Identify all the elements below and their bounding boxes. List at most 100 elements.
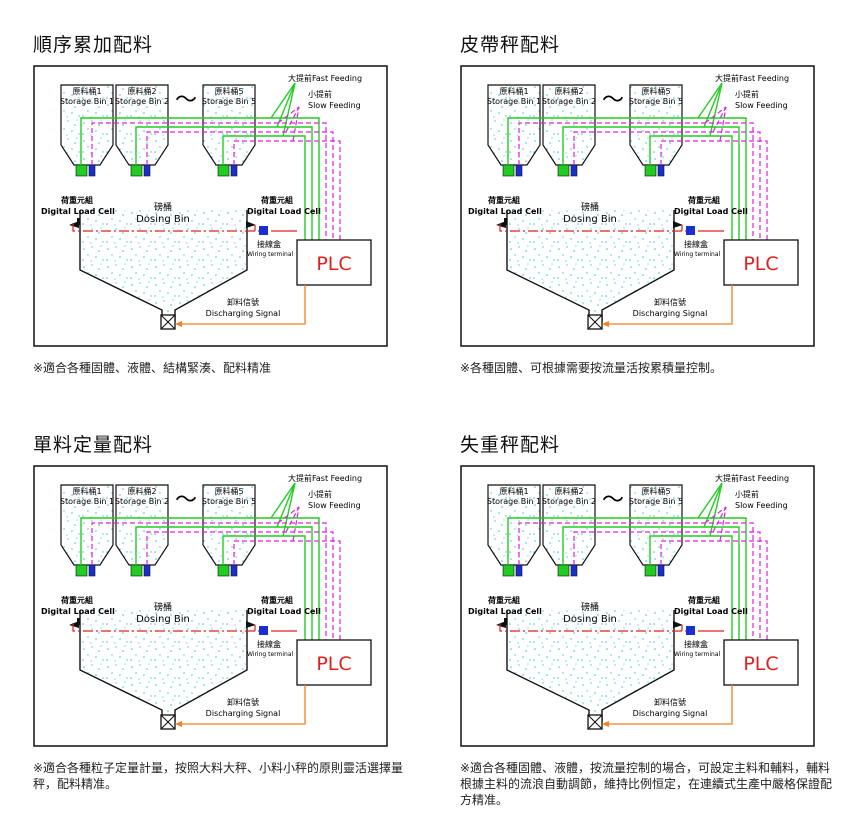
slow-feeding-label-en: Slow Feeding [735, 501, 788, 510]
weight-signal-line [72, 223, 297, 232]
slow-feeding-label-cn: 小提前 [308, 489, 332, 499]
bin5-label-en: Storage Bin 5 [202, 97, 256, 106]
plc-box [296, 639, 372, 686]
slow-valve-icon [657, 564, 665, 577]
bin5-label: 原料桶5 [641, 86, 670, 96]
bin2-label-en: Storage Bin 2 [542, 97, 596, 106]
panel-title: 皮帶秤配料 [460, 34, 561, 56]
load-cell-left-label-cn: 荷重元組 [487, 195, 520, 205]
slow-feeding-lines [518, 106, 768, 240]
slow-feeding-label-en: Slow Feeding [308, 501, 361, 510]
panel-title: 失重秤配料 [460, 434, 561, 456]
batching-diagram: 原料桶1 Storage Bin 1 原料桶2 Storage Bin 2 ～ … [460, 65, 815, 347]
storage-bin-5: 原料桶5 Storage Bin 5 [202, 84, 256, 177]
discharge-label-en: Discharging Signal [633, 309, 708, 318]
load-cell-left: 荷重元組 Digital Load Cell [468, 195, 542, 228]
slow-feeding-label-cn: 小提前 [735, 89, 759, 99]
panel-description: ※適合各種固體、液體，按流量控制的場合，可設定主料和輔料，輔料根據主料的流浪自動… [460, 761, 833, 807]
bin5-label: 原料桶5 [214, 486, 243, 496]
panel-diagram: 原料桶1 Storage Bin 1 原料桶2 Storage Bin 2 ～ … [460, 465, 815, 747]
fast-valve-icon [217, 564, 230, 577]
fast-feeding-lines [507, 482, 747, 640]
storage-bin-2: 原料桶2 Storage Bin 2 [115, 84, 169, 177]
wiring-terminal-icon [686, 626, 695, 635]
wiring-terminal-icon [259, 226, 268, 235]
fast-feeding-label-cn: 大提前Fast Feeding [715, 73, 789, 83]
plc-label: PLC [316, 653, 351, 675]
bin1-label-en: Storage Bin 1 [487, 497, 541, 506]
slow-valve-icon [230, 564, 238, 577]
discharge-label-cn: 卸料信號 [227, 697, 259, 707]
dosing-bin-label-en: Dosing Bin [136, 614, 190, 625]
storage-bin-2: 原料桶2 Storage Bin 2 [542, 484, 596, 577]
slow-valve-icon [515, 164, 523, 177]
slow-valve-icon [570, 164, 578, 177]
bin2-label-en: Storage Bin 2 [115, 97, 169, 106]
bin2-label-en: Storage Bin 2 [542, 497, 596, 506]
wiring-terminal-label-en: Wiring terminal [674, 251, 721, 258]
load-cell-right-label-en: Digital Load Cell [674, 207, 748, 216]
slow-feeding-label-cn: 小提前 [308, 89, 332, 99]
discharge-label-en: Discharging Signal [206, 309, 281, 318]
fast-feeding-label-cn: 大提前Fast Feeding [715, 473, 789, 483]
storage-bin-5: 原料桶5 Storage Bin 5 [629, 484, 683, 577]
fast-valve-icon [644, 164, 657, 177]
load-cell-left-label-en: Digital Load Cell [468, 607, 542, 616]
wiring-terminal-icon [259, 626, 268, 635]
fast-feeding-lines [80, 482, 320, 640]
load-cell-right-label-cn: 荷重元組 [260, 195, 293, 205]
dosing-bin-label-cn: 磅桶 [154, 601, 172, 613]
wiring-terminal-label-en: Wiring terminal [674, 651, 721, 658]
fast-valve-icon [217, 164, 230, 177]
slow-feeding-lines [91, 506, 341, 640]
load-cell-left-label-en: Digital Load Cell [41, 607, 115, 616]
wiring-terminal-icon [686, 226, 695, 235]
slow-feeding-label-en: Slow Feeding [308, 101, 361, 110]
fast-feeding-label-cn: 大提前Fast Feeding [288, 473, 362, 483]
fast-valve-icon [502, 164, 515, 177]
bin1-label: 原料桶1 [72, 86, 101, 96]
bin2-label-en: Storage Bin 2 [115, 497, 169, 506]
weight-signal-line [72, 623, 297, 632]
load-cell-icon [246, 221, 256, 228]
load-cell-icon [69, 221, 79, 228]
plc-box [723, 239, 799, 286]
bin2-label: 原料桶2 [127, 86, 156, 96]
load-cell-left-label-en: Digital Load Cell [468, 207, 542, 216]
bin1-label: 原料桶1 [499, 486, 528, 496]
storage-bin-1: 原料桶1 Storage Bin 1 [60, 84, 114, 177]
panel-diagram: 原料桶1 Storage Bin 1 原料桶2 Storage Bin 2 ～ … [33, 465, 388, 747]
tilde-symbol: ～ [602, 488, 624, 513]
load-cell-right-label-en: Digital Load Cell [247, 207, 321, 216]
panel-description: ※適合各種粒子定量計量，按照大料大秤、小料小秤的原則靈活選擇量秤，配料精准。 [33, 761, 404, 791]
fast-valve-icon [75, 164, 88, 177]
discharge-label-cn: 卸料信號 [227, 297, 259, 307]
dosing-bin-label-en: Dosing Bin [136, 214, 190, 225]
fast-valve-icon [557, 564, 570, 577]
load-cell-right: 荷重元組 Digital Load Cell [673, 195, 748, 228]
fast-valve-icon [644, 564, 657, 577]
bin1-label: 原料桶1 [72, 486, 101, 496]
weight-signal-line [499, 623, 724, 632]
panel-description: ※適合各種固體、液體、結構緊湊、配料精准 [33, 361, 272, 375]
dosing-bin-label-en: Dosing Bin [563, 614, 617, 625]
discharge-label-en: Discharging Signal [206, 709, 281, 718]
plc-label: PLC [743, 653, 778, 675]
slow-valve-icon [88, 564, 96, 577]
bin1-label: 原料桶1 [499, 86, 528, 96]
load-cell-right-label-cn: 荷重元組 [687, 595, 720, 605]
fast-feeding-lines [80, 82, 320, 240]
storage-bin-1: 原料桶1 Storage Bin 1 [487, 84, 541, 177]
load-cell-left: 荷重元組 Digital Load Cell [468, 595, 542, 628]
wiring-terminal-label-cn: 接線盒 [684, 639, 708, 649]
bin5-label: 原料桶5 [214, 86, 243, 96]
tilde-symbol: ～ [175, 488, 197, 513]
fast-valve-icon [75, 564, 88, 577]
wiring-terminal-label-en: Wiring terminal [247, 651, 294, 658]
load-cell-icon [496, 221, 506, 228]
slow-valve-icon [515, 564, 523, 577]
load-cell-icon [69, 621, 79, 628]
load-cell-left: 荷重元組 Digital Load Cell [41, 195, 115, 228]
load-cell-right: 荷重元組 Digital Load Cell [246, 595, 321, 628]
bin1-label-en: Storage Bin 1 [60, 97, 114, 106]
